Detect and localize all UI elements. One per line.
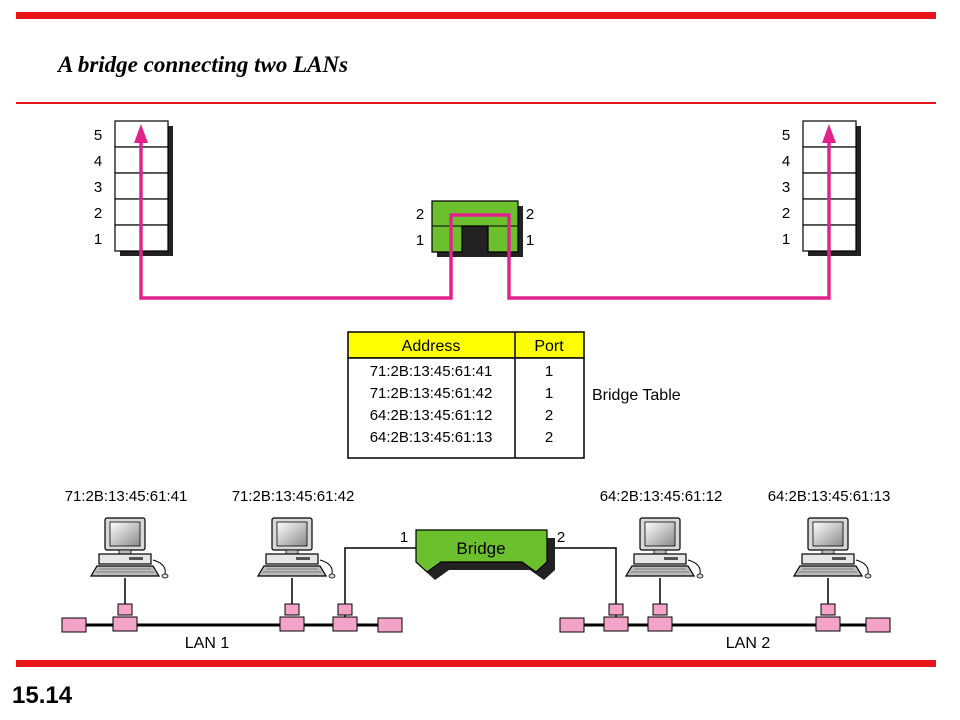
- table-row-port: 2: [545, 407, 553, 424]
- bridge-layer-stack: 2 1 2 1: [416, 200, 534, 257]
- slide-title: A bridge connecting two LANs: [58, 52, 349, 77]
- bridge-left-layer-2: 2: [416, 206, 424, 223]
- lan2-terminator-left: [559, 617, 585, 633]
- table-header-port: Port: [534, 338, 564, 355]
- bridge-left-layer-1: 1: [416, 232, 424, 249]
- table-row-address: 64:2B:13:45:61:12: [370, 407, 493, 424]
- bridge-table-label: Bridge Table: [592, 387, 681, 404]
- path-arrow-left: [134, 124, 148, 143]
- left-stack-layer-5: 5: [94, 127, 102, 144]
- computer-icon: [625, 517, 704, 579]
- frame-path: [134, 124, 836, 300]
- bridge-tap-lan2: [603, 616, 629, 632]
- table-row-port: 1: [545, 363, 553, 380]
- bridge-port-2-label: 2: [557, 529, 565, 546]
- station-tap: [112, 616, 138, 632]
- table-row-address: 71:2B:13:45:61:41: [370, 363, 493, 380]
- lan1-terminator-right: [377, 617, 403, 633]
- lan2-terminator-right: [865, 617, 891, 633]
- bottom-rule: [16, 660, 936, 667]
- computer-icon: [793, 517, 872, 579]
- left-stack-layer-1: 1: [94, 231, 102, 248]
- right-stack-layer-5: 5: [782, 127, 790, 144]
- left-stack-layer-3: 3: [94, 179, 102, 196]
- station-address: 64:2B:13:45:61:13: [768, 488, 891, 505]
- computer-icon: [90, 517, 169, 579]
- station-address: 71:2B:13:45:61:42: [232, 488, 355, 505]
- station-tap: [647, 616, 673, 632]
- station-address: 64:2B:13:45:61:12: [600, 488, 723, 505]
- bridge-link-port1: [344, 547, 416, 617]
- computer-icon: [257, 517, 336, 579]
- bridge-link-port2: [547, 547, 617, 617]
- table-row-address: 71:2B:13:45:61:42: [370, 385, 493, 402]
- bridge-port-1-label: 1: [400, 529, 408, 546]
- station-tap: [279, 616, 305, 632]
- bridge-device: Bridge 1 2: [400, 529, 565, 580]
- lan1-label: LAN 1: [185, 635, 230, 652]
- right-stack-layer-3: 3: [782, 179, 790, 196]
- table-row-port: 2: [545, 429, 553, 446]
- left-protocol-stack: 5 4 3 2 1: [94, 120, 173, 256]
- bridge-label: Bridge: [456, 539, 505, 558]
- station-tap: [815, 616, 841, 632]
- station-address: 71:2B:13:45:61:41: [65, 488, 188, 505]
- right-protocol-stack: 5 4 3 2 1: [782, 120, 861, 256]
- title-underline: [16, 102, 936, 104]
- left-stack-layer-4: 4: [94, 153, 102, 170]
- table-row-address: 64:2B:13:45:61:13: [370, 429, 493, 446]
- bridge-tap-lan1: [332, 616, 358, 632]
- lan1-terminator-left: [61, 617, 87, 633]
- bridge-right-layer-1: 1: [526, 232, 534, 249]
- bridge-right-layer-2: 2: [526, 206, 534, 223]
- right-stack-layer-2: 2: [782, 205, 790, 222]
- right-stack-layer-4: 4: [782, 153, 790, 170]
- slide-number: 15.14: [12, 682, 73, 709]
- right-stack-layer-1: 1: [782, 231, 790, 248]
- bridge-table: Address Port 71:2B:13:45:61:41 1 71:2B:13:…: [347, 331, 681, 459]
- path-arrow-right: [822, 124, 836, 143]
- table-header-address: Address: [402, 338, 461, 355]
- table-header-row: [347, 331, 585, 359]
- left-stack-layer-2: 2: [94, 205, 102, 222]
- lan2-label: LAN 2: [726, 635, 771, 652]
- top-rule: [16, 12, 936, 19]
- table-row-port: 1: [545, 385, 553, 402]
